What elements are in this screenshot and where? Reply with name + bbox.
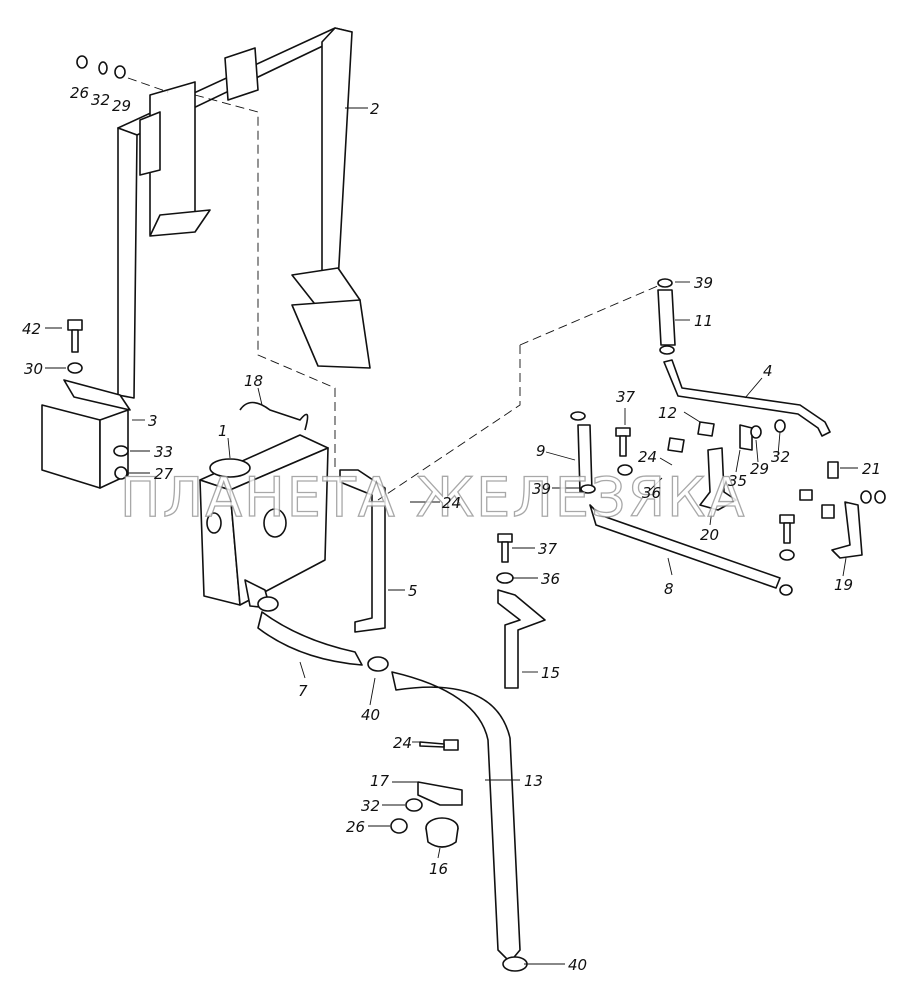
hose-13 [391,671,521,963]
callout-27: 27 [154,465,174,483]
callout-29a: 29 [112,97,131,115]
callout-32b: 32 [771,448,790,466]
callout-5: 5 [408,582,418,600]
callout-26b: 26 [346,818,365,836]
callout-20: 20 [700,526,719,544]
callout-33: 33 [154,443,173,461]
tank-bracket [339,469,386,633]
callout-24a: 24 [442,494,461,512]
bracket-15 [497,589,546,689]
callout-7: 7 [298,682,308,700]
callout-35: 35 [728,472,747,490]
callout-32a: 32 [91,91,110,109]
watermark: ПЛАНЕТА ЖЕЛЕЗЯКА [120,466,746,529]
callout-19: 19 [834,576,853,594]
callout-40b: 40 [568,956,587,974]
tube-4 [663,359,831,437]
callout-12: 12 [658,404,677,422]
expansion-tank [199,401,329,609]
callout-9: 9 [536,442,546,460]
callout-13: 13 [524,772,543,790]
callout-3: 3 [148,412,158,430]
bracket-19 [831,501,863,559]
callout-36a: 36 [642,484,661,502]
tube-11 [657,289,676,346]
tube-8 [589,504,781,589]
leader-lines [45,107,858,965]
callout-39b: 39 [532,480,551,498]
callout-18: 18 [244,372,263,390]
callout-2: 2 [370,100,380,118]
frame-bracket [41,27,371,489]
callout-15: 15 [541,664,560,682]
callout-36b: 36 [541,570,560,588]
callout-4: 4 [763,362,773,380]
callout-11: 11 [694,312,713,330]
callout-26a: 26 [70,84,89,102]
hose-7 [257,611,363,666]
callout-39a: 39 [694,274,713,292]
callout-1: 1 [218,422,228,440]
callout-40a: 40 [361,706,380,724]
callout-30: 30 [24,360,43,378]
clamp-17 [417,781,463,806]
callout-17: 17 [370,772,390,790]
callout-labels: 1 2 3 4 5 7 8 9 11 12 13 15 16 17 18 19 … [22,84,881,974]
callout-29b: 29 [750,460,769,478]
callout-8: 8 [664,580,674,598]
callout-37a: 37 [616,388,636,406]
callout-32c: 32 [361,797,380,815]
alignment-line [127,77,661,501]
callout-37b: 37 [538,540,558,558]
bracket-20 [699,447,737,511]
callout-16: 16 [429,860,448,878]
hardware-parts [67,55,886,972]
callout-24b: 24 [638,448,657,466]
callout-24c: 24 [393,734,412,752]
callout-21: 21 [862,460,881,478]
callout-42: 42 [22,320,41,338]
